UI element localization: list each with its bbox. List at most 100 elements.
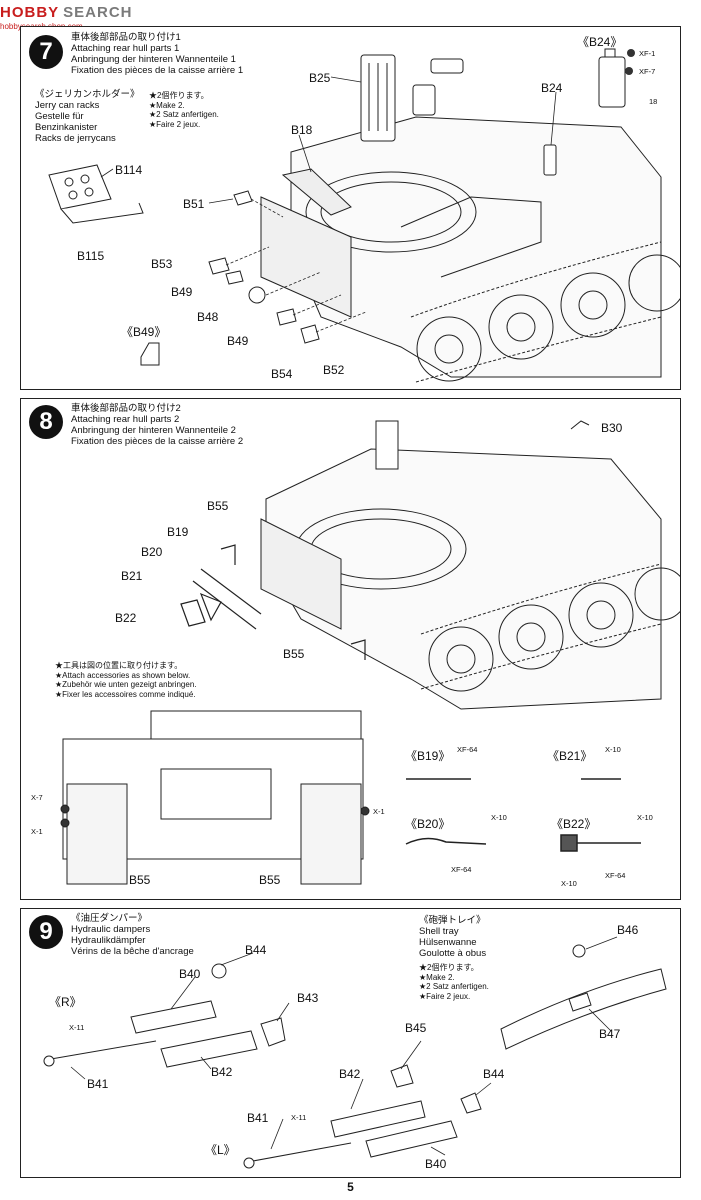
sub-en: Jerry can racks [35, 100, 100, 111]
step-9-drawing [43, 936, 667, 1169]
part-label-b22: B22 [115, 611, 137, 625]
title-de: Anbringung der hinteren Wannenteile 2 [71, 425, 236, 436]
part-label-b55-top: B55 [207, 499, 229, 513]
callout-b22: 《B22》 [551, 817, 597, 831]
title-fr: Fixation des pièces de la caisse arrière… [71, 436, 244, 447]
title-fr: Fixation des pièces de la caisse arrière… [71, 65, 244, 76]
watermark: HOBBY SEARCH [0, 2, 133, 22]
tray-en: Shell tray [419, 926, 459, 937]
step-7-number: 7 [29, 35, 63, 69]
tray-de: Hülsenwanne [419, 937, 477, 948]
part-label-b45: B45 [405, 1021, 427, 1035]
step-8-panel: 8 車体後部部品の取り付け2 Attaching rear hull parts… [20, 398, 681, 900]
callout-b21: 《B21》 [547, 749, 593, 763]
paint-x7: X-7 [31, 793, 43, 802]
make-jp: ★2個作ります。 [419, 963, 479, 972]
side-l: 《L》 [205, 1143, 236, 1157]
side-r: 《R》 [49, 995, 82, 1009]
step-9-title: 《油圧ダンパー》 Hydraulic dampers Hydraulikdämp… [71, 913, 194, 957]
step-7-drawing [48, 48, 680, 383]
part-label-b49-bottom: B49 [227, 334, 249, 348]
title-en: Attaching rear hull parts 1 [71, 43, 180, 54]
make-en: ★Make 2. [419, 972, 455, 982]
part-label-b47: B47 [599, 1027, 621, 1041]
callout-b22-paint1: X-10 [637, 813, 653, 822]
part-label-b48: B48 [197, 310, 219, 324]
callout-b24: 《B24》 [577, 35, 623, 49]
part-label-b53: B53 [151, 257, 173, 271]
callout-b19-paint: XF-64 [457, 745, 478, 754]
decal-number-18: 18 [649, 97, 658, 106]
part-label-b44-top: B44 [245, 943, 267, 957]
title-en: Attaching rear hull parts 2 [71, 414, 180, 425]
note-en: ★Attach accessories as shown below. [55, 670, 191, 680]
title-jp: 車体後部部品の取り付け2 [71, 403, 181, 414]
callout-b22-paint2: X-10 [561, 879, 577, 888]
make-de: ★2 Satz anfertigen. [419, 982, 489, 991]
part-label-b42-bottom: B42 [339, 1067, 361, 1081]
part-label-b46: B46 [617, 923, 639, 937]
callout-b21-paint: X-10 [605, 745, 621, 754]
part-label-b25: B25 [309, 71, 331, 85]
callout-b20-paint1: X-10 [491, 813, 507, 822]
part-label-b52: B52 [323, 363, 345, 377]
callout-b22-paint3: XF-64 [605, 871, 626, 880]
make-two-note-9: ★2個作ります。 ★Make 2. ★2 Satz anfertigen. ★F… [419, 963, 489, 1001]
step-7-title: 車体後部部品の取り付け1 Attaching rear hull parts 1… [71, 32, 243, 76]
make-de: ★2 Satz anfertigen. [149, 110, 219, 119]
part-label-b30: B30 [601, 421, 623, 435]
watermark-logo: HOBBY [0, 3, 60, 21]
sub-de1: Gestelle für [35, 111, 84, 122]
part-label-b40-bottom: B40 [425, 1157, 447, 1171]
jerrycan-subtitle: 《ジェリカンホルダー》 Jerry can racks Gestelle für… [35, 89, 140, 144]
part-label-b42-top: B42 [211, 1065, 233, 1079]
shell-tray-title: 《砲弾トレイ》 Shell tray Hülsenwanne Goulotte … [419, 915, 486, 959]
note-jp: ★工具は図の位置に取り付けます。 [55, 661, 183, 670]
callout-b20-paint2: XF-64 [451, 865, 472, 874]
callout-b20: 《B20》 [405, 817, 451, 831]
title-en: Hydraulic dampers [71, 924, 151, 935]
detail-b49: 《B49》 [121, 325, 167, 339]
tray-fr: Goulotte à obus [419, 948, 487, 959]
part-label-b54: B54 [271, 367, 293, 381]
paint-xf7: XF-7 [639, 67, 656, 76]
paint-x11-r: X-11 [69, 1023, 85, 1032]
title-de: Hydraulikdämpfer [71, 935, 146, 946]
part-label-b115: B115 [77, 249, 105, 263]
part-label-b55-rear-right: B55 [259, 873, 281, 887]
step-7-panel: 7 車体後部部品の取り付け1 Attaching rear hull parts… [20, 26, 681, 390]
page-number: 5 [347, 1180, 354, 1194]
part-label-b21: B21 [121, 569, 143, 583]
make-two-note: ★2個作ります。 ★Make 2. ★2 Satz anfertigen. ★F… [149, 91, 219, 129]
part-label-b55-mid: B55 [283, 647, 305, 661]
sub-de2: Benzinkanister [35, 122, 98, 133]
part-label-b114: B114 [115, 163, 143, 177]
step-9-panel: 9 《油圧ダンパー》 Hydraulic dampers Hydraulikdä… [20, 908, 681, 1178]
note-de: ★Zubehör wie unten gezeigt anbringen. [55, 680, 197, 689]
paint-xf1: XF-1 [639, 49, 656, 58]
make-jp: ★2個作ります。 [149, 91, 209, 100]
part-label-b43: B43 [297, 991, 319, 1005]
part-label-b18: B18 [291, 123, 313, 137]
part-label-b20: B20 [141, 545, 163, 559]
title-fr: Vérins de la bêche d'ancrage [71, 946, 194, 957]
callout-b19: 《B19》 [405, 749, 451, 763]
part-label-b19: B19 [167, 525, 189, 539]
watermark-text: SEARCH [63, 3, 133, 21]
part-label-b51: B51 [183, 197, 205, 211]
make-fr: ★Faire 2 jeux. [149, 119, 201, 129]
part-label-b41-bottom: B41 [247, 1111, 269, 1125]
step-9-number: 9 [29, 915, 63, 949]
step-8-number: 8 [29, 405, 63, 439]
sub-jp: 《ジェリカンホルダー》 [35, 89, 140, 100]
paint-x1-left: X-1 [31, 827, 43, 836]
step-8-drawing [60, 420, 680, 885]
step-8-title: 車体後部部品の取り付け2 Attaching rear hull parts 2… [71, 403, 243, 447]
title-jp: 車体後部部品の取り付け1 [71, 32, 181, 43]
title-de: Anbringung der hinteren Wannenteile 1 [71, 54, 236, 65]
part-label-b41-top: B41 [87, 1077, 109, 1091]
make-fr: ★Faire 2 jeux. [419, 991, 471, 1001]
part-label-b24: B24 [541, 81, 563, 95]
part-label-b44-bottom: B44 [483, 1067, 505, 1081]
accessory-note: ★工具は図の位置に取り付けます。 ★Attach accessories as … [55, 661, 197, 699]
